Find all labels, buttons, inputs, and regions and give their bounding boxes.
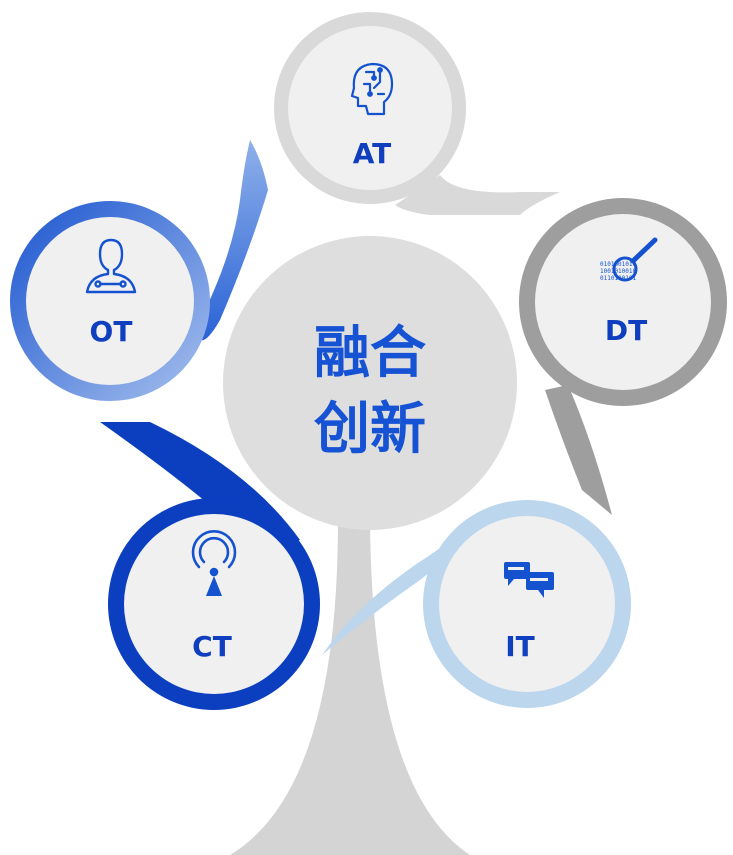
node-it-label: IT [505, 630, 535, 663]
ot-connector [195, 140, 268, 341]
signal-tower-icon [191, 530, 237, 596]
node-dt: 0101001010 1001010010 0110100101 DT [519, 198, 727, 406]
chat-bubbles-icon [504, 562, 554, 598]
node-dt-label: DT [605, 314, 647, 347]
dt-connector [545, 385, 612, 515]
svg-text:1001010010: 1001010010 [600, 268, 637, 275]
svg-text:0101001010: 0101001010 [600, 261, 637, 268]
node-at-label: AT [353, 137, 392, 170]
at-connector [395, 175, 560, 215]
node-ot-label: OT [90, 315, 133, 348]
technician-icon [85, 238, 137, 294]
data-search-icon: 0101001010 1001010010 0110100101 [600, 237, 658, 282]
center-disc [223, 236, 517, 530]
center-title-line2: 创新 [314, 397, 426, 462]
node-ct-label: CT [192, 630, 232, 663]
trunk [230, 520, 470, 855]
node-ot: OT [10, 201, 210, 401]
ai-brain-icon [350, 62, 394, 116]
node-at: AT [274, 12, 466, 204]
node-ct: CT [108, 498, 320, 710]
center-title-line1: 融合 [314, 321, 426, 386]
node-it: IT [423, 500, 631, 708]
